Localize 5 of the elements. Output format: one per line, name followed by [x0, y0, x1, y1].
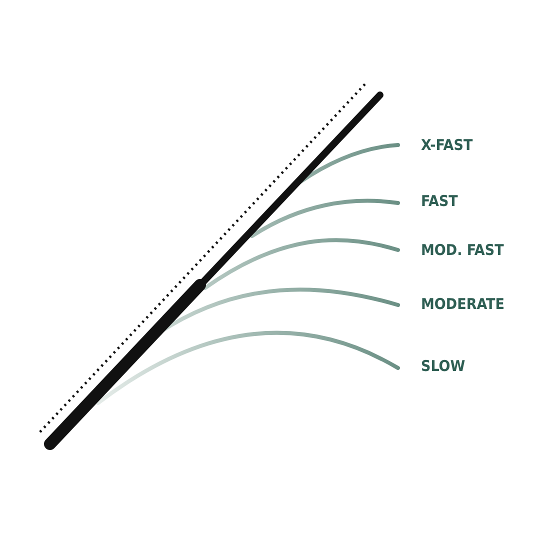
action-label: X-FAST: [421, 136, 473, 154]
action-label: SLOW: [421, 357, 466, 375]
action-label: MOD. FAST: [421, 241, 504, 259]
action-label: FAST: [421, 192, 458, 210]
action-label: MODERATE: [421, 295, 504, 313]
